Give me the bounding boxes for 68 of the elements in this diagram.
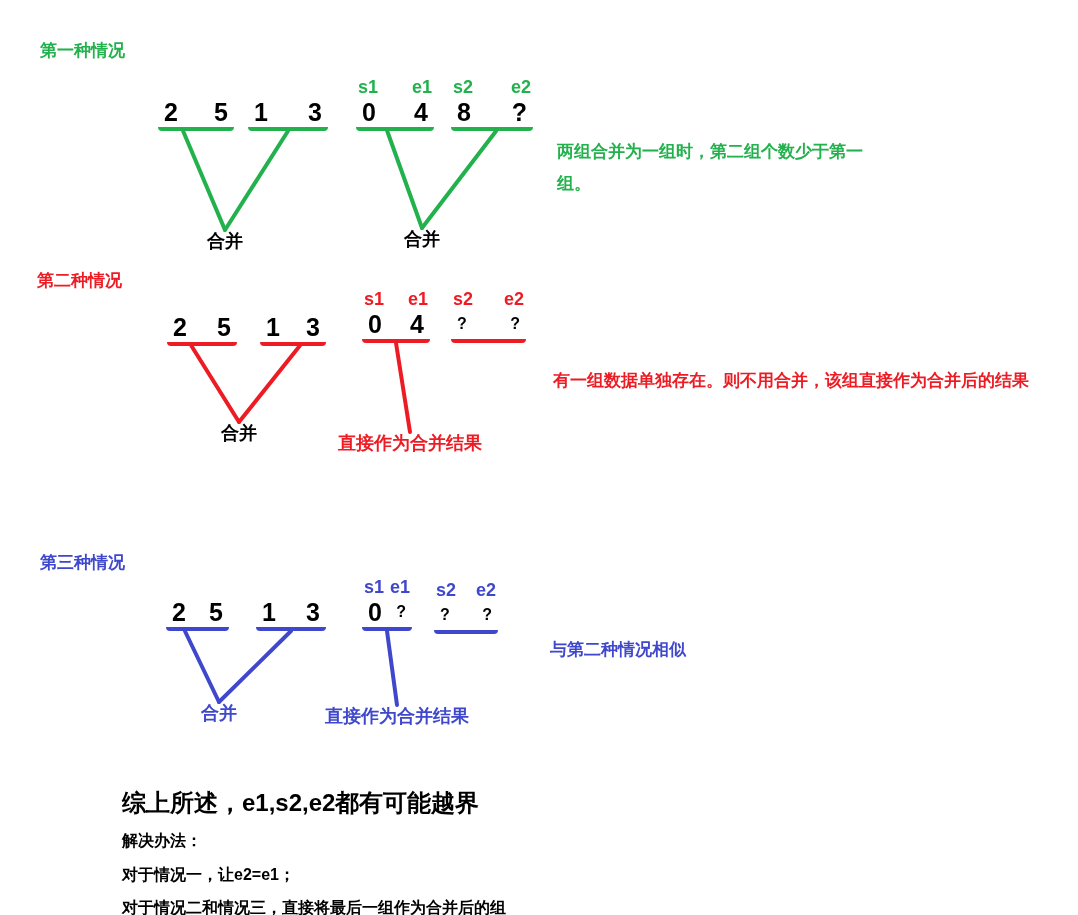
number: 0 [362,97,376,127]
index-label: e1 [389,577,410,597]
number: 3 [306,597,320,627]
index-label: e1 [407,289,428,309]
index-label: s2 [453,77,474,97]
number: 3 [306,312,320,342]
number: 2 [172,597,186,627]
underlined-group [362,577,412,631]
connector-line [182,629,221,704]
note-text: 两组合并为一组时，第二组个数少于第一组。 [557,141,864,196]
number: 1 [262,597,276,627]
number: 1 [266,312,280,342]
underlined-group [434,580,498,634]
index-label: e2 [503,289,524,309]
node-label: 直接作为合并结果 [325,705,469,728]
note-text: 综上所述，e1,s2,e2都有可能越界 [122,788,480,818]
underlined-group [362,289,430,343]
connector-line [385,129,424,230]
note-text: 对于情况一，让e2=e1； [122,865,295,885]
number: ? [440,605,450,625]
index-label: s1 [358,77,379,97]
index-label: s1 [364,289,385,309]
number: 5 [209,597,223,627]
note-text: 对于情况二和情况三，直接将最后一组作为合并后的组 [122,898,506,915]
number: 2 [173,312,187,342]
connector-line [237,344,302,424]
connector-line [394,341,412,434]
underlined-group [451,289,526,343]
index-label: e2 [475,580,496,600]
number: 0 [368,309,382,339]
index-label: e2 [510,77,531,97]
index-label: s2 [453,289,474,309]
node-label: 合并 [404,228,440,251]
number: ? [482,605,492,625]
number: ? [457,314,467,334]
connector-line [189,344,241,424]
node-label: 合并 [207,230,243,253]
connector-line [420,129,499,230]
note-text: 与第二种情况相似 [550,639,686,661]
node-label: 直接作为合并结果 [338,432,482,455]
note-text: 第三种情况 [40,552,125,574]
connector-line [385,629,399,707]
note-text: 第一种情况 [40,40,125,62]
number: ? [396,602,406,622]
index-label: s1 [364,577,385,597]
connector-line [223,129,290,232]
note-text: 有一组数据单独存在。则不用合并，该组直接作为合并后的结果 [553,370,1030,392]
number: 4 [410,309,424,339]
note-text: 解决办法： [122,831,202,851]
node-label: 合并 [221,422,257,445]
number: 5 [217,312,231,342]
underlined-group [356,77,434,131]
number: 2 [164,97,178,127]
number: 8 [457,97,471,127]
index-label: s2 [436,580,457,600]
number: 3 [308,97,322,127]
connector-line [217,629,293,704]
connector-line [181,129,227,232]
number: 4 [414,97,428,127]
number: ? [511,97,527,127]
number: ? [510,314,520,334]
number: 0 [368,597,382,627]
number: 1 [254,97,268,127]
note-text: 第二种情况 [37,270,122,292]
number: 5 [214,97,228,127]
node-label: 合并 [201,702,237,725]
index-label: e1 [411,77,432,97]
underlined-group [451,77,533,131]
